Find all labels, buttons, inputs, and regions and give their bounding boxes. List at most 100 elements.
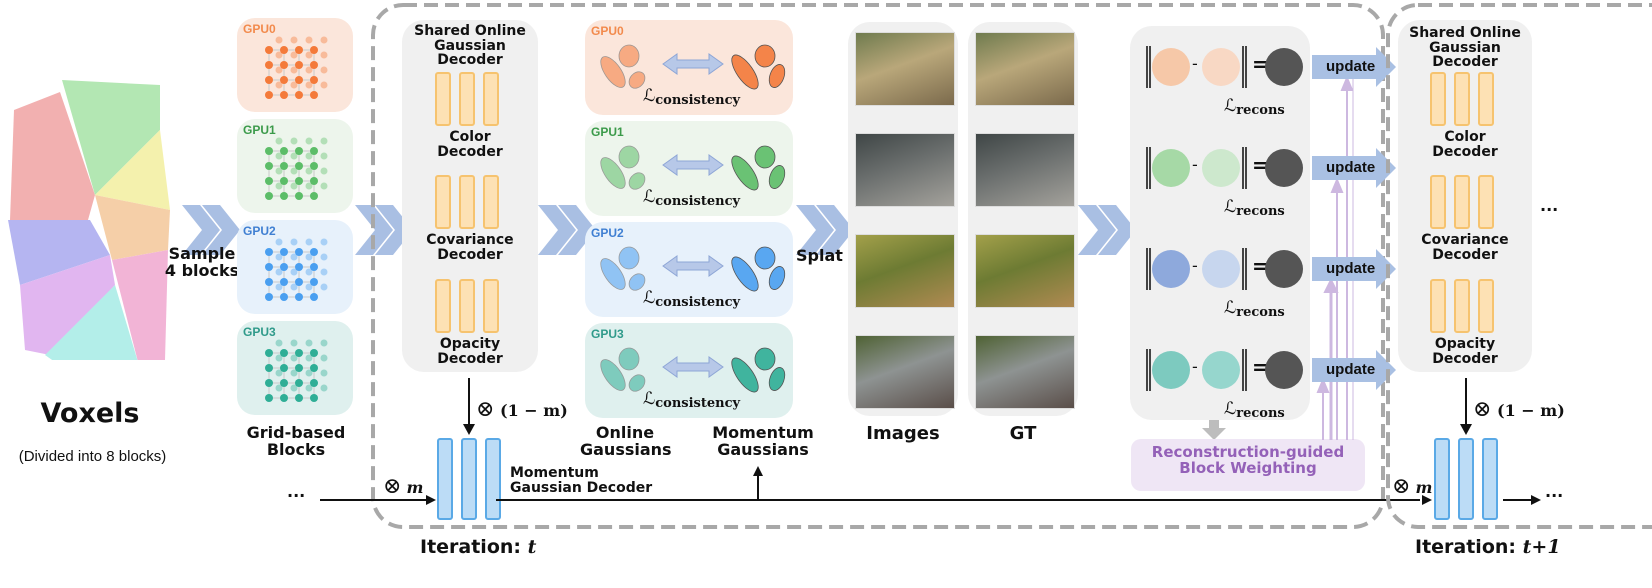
- gaussian-ellipses: [600, 44, 786, 90]
- chevron-arrow-icon: [1078, 205, 1136, 255]
- rendered-color-circle: [1152, 351, 1190, 389]
- decoder-layer: [483, 279, 499, 333]
- splat-label: Splat: [796, 246, 843, 265]
- momentum-gaussian: [731, 357, 759, 393]
- iteration-t1-label: Iteration: t+1: [1415, 536, 1561, 558]
- gt-image: [975, 32, 1075, 106]
- norm-bar-left: [1146, 248, 1151, 290]
- rendered-color-circle: [1152, 48, 1190, 86]
- double-arrow-icon: [662, 255, 724, 277]
- momentum-decoder-layer: [1482, 438, 1498, 520]
- voxel-segment: [8, 220, 110, 285]
- norm-bar-left: [1146, 349, 1151, 391]
- momentum-gaussian: [754, 145, 776, 169]
- recons-loss: ℒrecons: [1224, 96, 1285, 118]
- grid-block-gpu0: GPU0: [237, 18, 353, 112]
- decoder-layer: [435, 279, 451, 333]
- momentum-gaussian: [754, 246, 776, 270]
- recons-loss: ℒrecons: [1224, 197, 1285, 219]
- gt-color-circle: [1202, 351, 1240, 389]
- double-arrow-icon: [662, 356, 724, 378]
- online-gaussian: [618, 246, 640, 270]
- decoder-layer: [483, 72, 499, 126]
- online-gaussian: [628, 172, 646, 190]
- grid-block-gpu1: GPU1: [237, 119, 353, 213]
- double-arrow-icon: [662, 53, 724, 75]
- times-m-label-next: ⊗ m: [1392, 474, 1433, 499]
- online-gaussian: [618, 44, 640, 68]
- norm-bar-left: [1146, 46, 1151, 88]
- decoder-layer: [459, 72, 475, 126]
- gpu-label: GPU1: [243, 123, 276, 137]
- gt-image: [975, 335, 1075, 409]
- online-gaussian: [600, 157, 626, 189]
- update-arrow: update: [1312, 148, 1396, 188]
- consistency-loss: ℒconsistency: [643, 288, 741, 310]
- equals-sign: =: [1252, 52, 1269, 76]
- gt-color-circle: [1202, 48, 1240, 86]
- gpu-label: GPU1: [591, 125, 624, 139]
- decoder-layer: [1478, 279, 1494, 333]
- consistency-loss: ℒconsistency: [643, 86, 741, 108]
- loss-result-circle: [1265, 149, 1303, 187]
- rendered-color-circle: [1152, 250, 1190, 288]
- gpu-label: GPU0: [591, 24, 624, 38]
- loss-result-circle: [1265, 250, 1303, 288]
- momentum-gaussian: [768, 64, 786, 88]
- grid-cube-icon: [265, 137, 328, 200]
- ellipsis-left: ···: [287, 486, 306, 505]
- update-arrow: update: [1312, 350, 1396, 390]
- online-gaussian: [618, 145, 640, 169]
- arrow-down-icon: [463, 378, 475, 435]
- decoder-layer: [459, 175, 475, 229]
- online-gaussian: [600, 258, 626, 290]
- voxel-segment: [45, 285, 138, 360]
- voxel-segment: [10, 92, 95, 220]
- double-arrow-icon: [662, 154, 724, 176]
- gpu-label: GPU3: [591, 327, 624, 341]
- norm-bar-right: [1242, 248, 1247, 290]
- decoder-layer: [1454, 72, 1470, 126]
- arrow-down-icon: [1460, 378, 1472, 435]
- ellipsis-right: ···: [1540, 200, 1559, 219]
- momentum-decoder-layer: [437, 438, 453, 520]
- decoder-layer: [483, 175, 499, 229]
- times-m-label: ⊗ m: [383, 474, 424, 499]
- momentum-decoder-layer: [1458, 438, 1474, 520]
- grid-block-gpu3: GPU3: [237, 321, 353, 415]
- gt-image: [975, 133, 1075, 207]
- decoder-layer: [1430, 279, 1446, 333]
- momentum-decoder-layer: [1434, 438, 1450, 520]
- momentum-gaussian: [754, 347, 776, 371]
- online-gaussian: [628, 71, 646, 89]
- gt-color-circle: [1202, 149, 1240, 187]
- chevron-arrow-icon: [796, 205, 854, 255]
- decoder-layer: [1430, 72, 1446, 126]
- gaussian-ellipses: [600, 145, 786, 191]
- momentum-gaussian: [731, 256, 759, 292]
- gt-image: [975, 234, 1075, 308]
- norm-bar-right: [1242, 147, 1247, 189]
- update-arrow: update: [1312, 47, 1396, 87]
- norm-bar-right: [1242, 349, 1247, 391]
- norm-bar-right: [1242, 46, 1247, 88]
- ellipsis-right-bottom: ···: [1545, 486, 1564, 505]
- decoder-layer: [435, 72, 451, 126]
- voxel-point-cloud: [8, 80, 170, 360]
- arrow-up-icon: [753, 466, 763, 501]
- voxel-segment: [20, 255, 115, 355]
- momentum-decoder-layer: [485, 438, 501, 520]
- online-gaussian: [600, 56, 626, 88]
- loss-result-circle: [1265, 48, 1303, 86]
- decoder-layer: [1478, 175, 1494, 229]
- rendered-color-circle: [1152, 149, 1190, 187]
